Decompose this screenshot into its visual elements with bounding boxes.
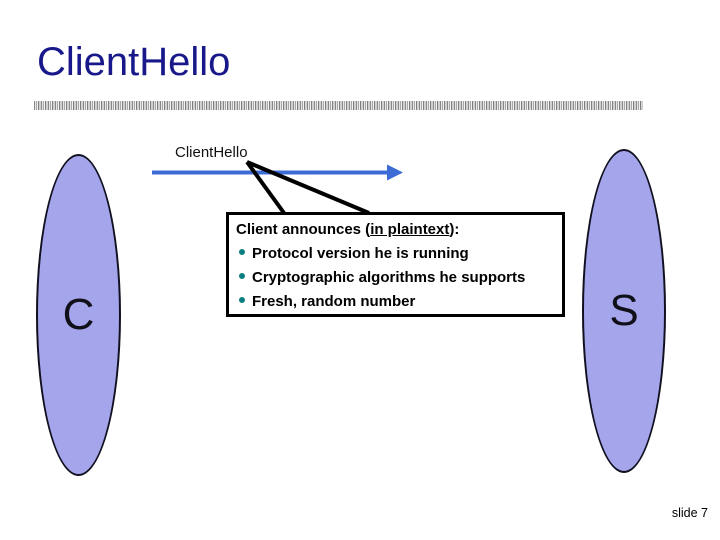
slide-title: ClientHello (37, 40, 231, 84)
callout-box: Client announces (in plaintext): Protoco… (226, 212, 565, 317)
callout-heading-suffix: ): (449, 221, 460, 238)
title-divider-bar (34, 101, 643, 110)
client-hello-arrow-icon (152, 164, 403, 181)
callout-bullet-item: Protocol version he is running (236, 242, 556, 266)
callout-bullet-text: Fresh, random number (252, 293, 416, 310)
callout-bullet-item: Fresh, random number (236, 290, 556, 314)
callout-bullet-text: Cryptographic algorithms he supports (252, 269, 526, 286)
bullet-icon (239, 249, 245, 255)
server-ellipse: S (582, 149, 666, 473)
callout-bullet-text: Protocol version he is running (252, 245, 469, 262)
callout-heading: Client announces (in plaintext): (236, 218, 556, 242)
server-ellipse-label: S (609, 286, 639, 335)
callout-bullet-item: Cryptographic algorithms he supports (236, 266, 556, 290)
slide-number: slide 7 (671, 506, 708, 520)
bullet-icon (239, 297, 245, 303)
callout-pointer-lines (245, 160, 370, 215)
bullet-icon (239, 273, 245, 279)
client-ellipse-label: C (62, 290, 95, 339)
message-arrow-label: ClientHello (175, 144, 248, 161)
callout-heading-prefix: Client announces ( (236, 221, 371, 238)
callout-heading-underlined: in plaintext (370, 221, 450, 238)
client-ellipse: C (36, 154, 121, 476)
